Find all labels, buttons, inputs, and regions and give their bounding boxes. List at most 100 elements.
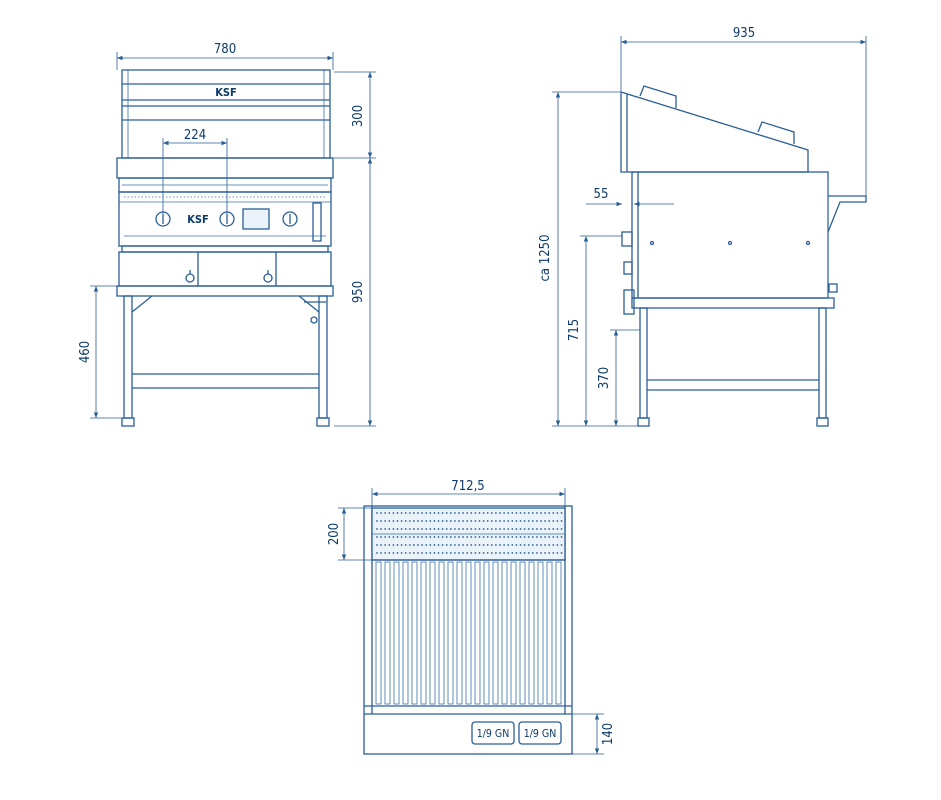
perforation-hole bbox=[486, 536, 489, 538]
perforation-hole bbox=[548, 528, 551, 530]
perforation-hole bbox=[458, 512, 460, 514]
knob-pitch-label: 224 bbox=[184, 128, 206, 143]
perforation-hole bbox=[560, 520, 563, 522]
perforation-hole bbox=[458, 544, 460, 546]
perforation-hole bbox=[531, 520, 534, 522]
grill-bar bbox=[483, 561, 490, 705]
perforation-hole bbox=[536, 520, 538, 522]
leg-height-label: 460 bbox=[78, 341, 93, 363]
perforation-hole bbox=[396, 552, 399, 554]
perforation-hole bbox=[552, 552, 555, 554]
perforation-hole bbox=[454, 520, 456, 522]
perforation-hole bbox=[495, 552, 497, 554]
perforation-hole bbox=[376, 528, 378, 530]
perforation-hole bbox=[396, 520, 399, 522]
gn-tray-right bbox=[518, 721, 562, 745]
perforation-hole bbox=[404, 536, 407, 538]
perforation-hole bbox=[523, 528, 526, 530]
control-knob-center bbox=[219, 211, 235, 227]
perforation-hole bbox=[454, 528, 456, 530]
perforation-hole bbox=[544, 520, 546, 522]
perforation-hole bbox=[441, 512, 444, 514]
perforation-hole bbox=[531, 544, 534, 546]
perforation-hole bbox=[511, 544, 514, 546]
grill-bar bbox=[456, 561, 463, 705]
perforation-hole bbox=[552, 512, 555, 514]
drawer-handle-left bbox=[185, 270, 195, 283]
perforation-hole bbox=[540, 552, 542, 554]
grill-bar bbox=[555, 561, 562, 705]
perforation-hole bbox=[552, 520, 555, 522]
front-height-label: 950 bbox=[351, 281, 366, 303]
perforation-hole bbox=[384, 552, 387, 554]
perforation-hole bbox=[437, 544, 440, 546]
perforation-hole bbox=[445, 528, 448, 530]
perforation-hole bbox=[519, 552, 522, 554]
perforation-hole bbox=[458, 520, 460, 522]
perforation-hole bbox=[495, 520, 497, 522]
perforation-hole bbox=[433, 536, 436, 538]
perforation-hole bbox=[490, 520, 493, 522]
offset-label: 55 bbox=[594, 187, 609, 202]
perforation-hole bbox=[388, 536, 391, 538]
perforation-hole bbox=[470, 552, 473, 554]
perforation-hole bbox=[380, 536, 382, 538]
perforation-hole bbox=[429, 512, 432, 514]
perforation-hole bbox=[404, 528, 407, 530]
perforation-hole bbox=[458, 552, 460, 554]
perforation-hole bbox=[519, 528, 522, 530]
perforation-hole bbox=[527, 512, 530, 514]
perforation-hole bbox=[503, 536, 505, 538]
perforation-hole bbox=[400, 544, 403, 546]
perforation-hole bbox=[474, 528, 477, 530]
perforation-hole bbox=[556, 544, 559, 546]
grill-bar bbox=[465, 561, 472, 705]
grill-bar bbox=[501, 561, 508, 705]
perforation-hole bbox=[445, 544, 448, 546]
perforation-hole bbox=[474, 536, 477, 538]
perforation-hole bbox=[466, 536, 469, 538]
perforation-hole bbox=[560, 544, 563, 546]
perforation-hole bbox=[400, 520, 403, 522]
perforation-hole bbox=[449, 552, 452, 554]
perforation-hole bbox=[413, 528, 415, 530]
perforation-hole bbox=[544, 552, 546, 554]
perforation-hole bbox=[507, 528, 510, 530]
perforation-hole bbox=[462, 544, 464, 546]
brand-logo: KSF bbox=[215, 86, 237, 99]
perforation-hole bbox=[441, 528, 444, 530]
perforation-hole bbox=[413, 544, 415, 546]
perforation-hole bbox=[413, 536, 415, 538]
perforation-hole bbox=[552, 536, 555, 538]
perforation-hole bbox=[503, 544, 505, 546]
perforation-hole bbox=[499, 520, 501, 522]
perforation-hole bbox=[511, 528, 514, 530]
perforation-hole bbox=[458, 536, 460, 538]
perforation-hole bbox=[449, 544, 452, 546]
perforation-hole bbox=[527, 552, 530, 554]
perforation-hole bbox=[560, 528, 563, 530]
perforation-hole bbox=[519, 520, 522, 522]
perforation-hole bbox=[556, 528, 559, 530]
perforation-hole bbox=[421, 536, 423, 538]
perforation-hole bbox=[478, 512, 481, 514]
perforation-hole bbox=[478, 536, 481, 538]
perforation-hole bbox=[507, 520, 510, 522]
control-knob-right bbox=[282, 211, 298, 227]
grill-bar bbox=[420, 561, 427, 705]
perforation-hole bbox=[511, 552, 514, 554]
perforation-hole bbox=[384, 528, 387, 530]
grill-bar bbox=[438, 561, 445, 705]
front-view: 780 KSF 224 KSF bbox=[78, 42, 376, 427]
perforation-hole bbox=[396, 536, 399, 538]
perforation-hole bbox=[441, 536, 444, 538]
perforation-hole bbox=[384, 520, 387, 522]
perforation-hole bbox=[515, 528, 518, 530]
perforation-hole bbox=[507, 536, 510, 538]
perforation-hole bbox=[466, 512, 469, 514]
perforation-hole bbox=[384, 544, 387, 546]
perforation-hole bbox=[490, 536, 493, 538]
perforation-hole bbox=[470, 520, 473, 522]
perforation-hole bbox=[466, 528, 469, 530]
perforation-hole bbox=[454, 536, 456, 538]
